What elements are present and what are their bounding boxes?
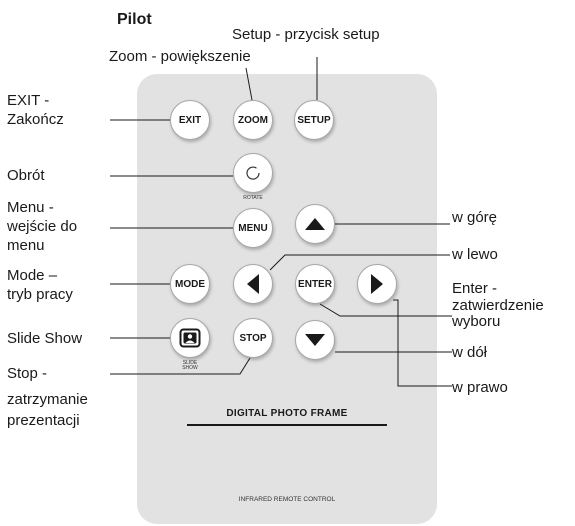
- label-menu-line2: wejście do: [7, 218, 78, 235]
- up-button[interactable]: [295, 204, 335, 244]
- label-left: w lewo: [452, 246, 498, 263]
- page-title: Pilot: [117, 11, 152, 28]
- down-button[interactable]: [295, 320, 335, 360]
- brand-underline: [187, 424, 387, 426]
- label-stop-line2: zatrzymanie: [7, 391, 88, 408]
- label-mode-line1: Mode –: [7, 267, 58, 284]
- label-mode-line2: tryb pracy: [7, 286, 73, 303]
- arrow-down-icon: [305, 334, 325, 346]
- arrow-up-icon: [305, 218, 325, 230]
- stop-button[interactable]: STOP: [233, 318, 273, 358]
- label-down: w dół: [452, 344, 488, 361]
- label-exit-line2: Zakończ: [7, 111, 64, 128]
- label-stop-line1: Stop -: [7, 365, 48, 382]
- label-menu-line3: menu: [7, 237, 45, 254]
- label-stop-line3: prezentacji: [7, 412, 80, 429]
- label-right: w prawo: [452, 379, 508, 396]
- footer-label: INFRARED REMOTE CONTROL: [238, 496, 336, 503]
- label-exit-line1: EXIT -: [7, 92, 50, 109]
- label-setup: Setup - przycisk setup: [232, 26, 380, 43]
- mode-button[interactable]: MODE: [170, 264, 210, 304]
- rotate-button[interactable]: [233, 153, 273, 193]
- label-enter-line3: wyboru: [452, 313, 501, 330]
- rotate-icon: [246, 166, 260, 180]
- slideshow-button[interactable]: [170, 318, 210, 358]
- label-zoom: Zoom - powiększenie: [109, 48, 251, 65]
- brand-label: DIGITAL PHOTO FRAME: [226, 408, 348, 419]
- exit-button[interactable]: EXIT: [170, 100, 210, 140]
- right-button[interactable]: [357, 264, 397, 304]
- menu-button[interactable]: MENU: [233, 208, 273, 248]
- left-button[interactable]: [233, 264, 273, 304]
- arrow-left-icon: [247, 274, 259, 294]
- label-slideshow: Slide Show: [7, 330, 83, 347]
- arrow-right-icon: [371, 274, 383, 294]
- setup-button[interactable]: SETUP: [294, 100, 334, 140]
- label-rotate: Obrót: [7, 167, 45, 184]
- label-enter-line1: Enter -: [452, 280, 498, 297]
- slideshow-caption-line2: SHOW: [182, 365, 198, 371]
- label-up: w górę: [452, 209, 498, 226]
- enter-button[interactable]: ENTER: [295, 264, 335, 304]
- slideshow-icon: [179, 328, 201, 348]
- zoom-button[interactable]: ZOOM: [233, 100, 273, 140]
- label-enter-line2: zatwierdzenie: [452, 297, 544, 314]
- label-menu-line1: Menu -: [7, 199, 54, 216]
- rotate-caption: ROTATE: [243, 195, 263, 201]
